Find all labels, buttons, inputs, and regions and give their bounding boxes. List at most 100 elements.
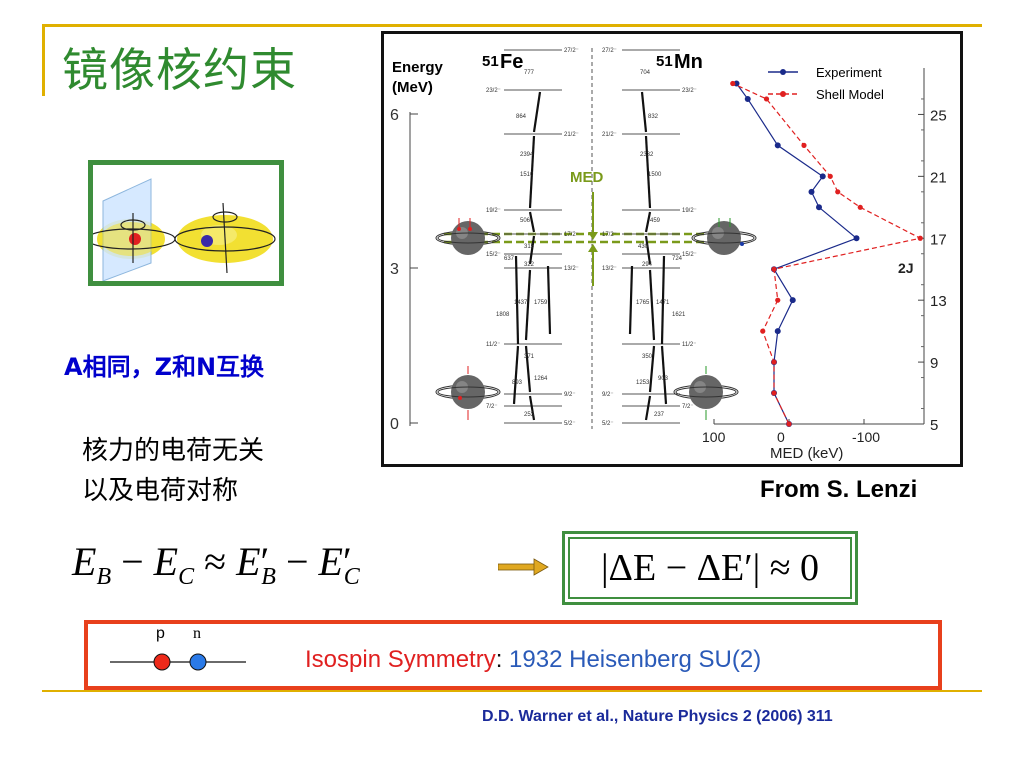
mn-mass-number: 51	[656, 53, 673, 70]
mn-transition-7	[660, 255, 666, 345]
point-shell-model-2	[771, 359, 777, 365]
point-shell-model-10	[801, 142, 807, 148]
description-line-2: 以及电荷对称	[82, 476, 239, 506]
ecp-symbol: E	[318, 539, 343, 584]
point-experiment-10	[774, 142, 781, 149]
y-tick-label-3: 13	[930, 293, 947, 310]
energy-label-line-2: (MeV)	[392, 79, 433, 96]
fe-transition-4	[524, 269, 532, 341]
fe-spin-0: 27/2⁻	[564, 48, 579, 54]
point-shell-model-5	[771, 266, 777, 272]
point-experiment-3	[774, 328, 781, 335]
fe-spin-8: 9/2⁻	[564, 392, 576, 398]
mn-spin-3: 19/2⁻	[682, 208, 697, 214]
point-shell-model-12	[730, 80, 736, 87]
approx-sign: ≈	[204, 539, 227, 584]
point-experiment-9	[819, 173, 826, 180]
isospin-text: Isospin Symmetry: 1932 Heisenberg SU(2)	[305, 646, 761, 674]
mn-spin-2: 21/2⁻	[602, 132, 617, 138]
prime-2: ′	[342, 539, 352, 584]
mn-transition-1	[644, 135, 652, 209]
mn-trans-label-6: 294	[642, 262, 653, 268]
mn-trans-label-13: 903	[658, 376, 669, 382]
nucleus-icon-mn-lower	[673, 366, 739, 420]
proton-neutron-icon: p n	[110, 625, 246, 671]
mn-spin-4: 17/2⁻	[602, 232, 617, 238]
nucleus-icon-fe-lower	[435, 366, 501, 420]
mn-spin-7: 11/2⁻	[682, 342, 696, 348]
ebp-symbol: E	[236, 539, 261, 584]
mn-spin-8: 9/2⁻	[602, 392, 614, 398]
mirror-illustration	[86, 160, 284, 286]
fe-spin-9: 7/2⁻	[486, 404, 498, 410]
fe-spin-6: 13/2⁻	[564, 266, 579, 272]
fe-trans-label-0: 777	[524, 70, 535, 76]
fe-trans-label-13: 1264	[534, 376, 548, 382]
point-experiment-4	[789, 297, 796, 304]
minus-2: −	[285, 539, 309, 584]
fe-spin-5: 15/2⁻	[486, 252, 501, 258]
bottom-rule	[42, 690, 982, 692]
point-shell-model-9	[827, 173, 833, 179]
fe-trans-label-11: 371	[524, 354, 535, 360]
result-formula-box: |ΔE − ΔE′| ≈ 0	[562, 531, 858, 605]
mn-spin-0: 27/2⁻	[602, 48, 617, 54]
y-tick-label-0: 25	[930, 107, 947, 124]
mn-trans-label-14: 237	[654, 412, 665, 418]
nucleus-icon-fe-upper	[435, 218, 501, 255]
point-experiment-8	[808, 188, 815, 195]
y-tick-label-2: 17	[930, 231, 947, 248]
fe-spin-2: 21/2⁻	[564, 132, 579, 138]
fe-trans-label-3: 1510	[520, 172, 534, 178]
left-rule	[42, 24, 45, 96]
fe-spin-4: 17/2⁻	[564, 232, 579, 238]
mn-transition-9	[628, 265, 634, 335]
fe-transition-8	[512, 345, 520, 405]
fe-transition-5	[524, 345, 532, 393]
fe-mass-number: 51	[482, 53, 499, 70]
fe-trans-label-9: 1759	[534, 300, 548, 306]
point-experiment-7	[816, 204, 822, 211]
prime-1: ′	[260, 539, 270, 584]
chart-legend: Experiment Shell Model	[768, 65, 884, 102]
point-experiment-6	[853, 235, 860, 242]
level-scheme-figure: Energy (MeV) 6 3 0 51 Fe 51 Mn MED 27/2⁻…	[381, 31, 963, 467]
fe-trans-label-6: 322	[524, 262, 535, 268]
mn-trans-label-3: 1500	[648, 172, 662, 178]
mn-trans-label-8: 1765	[636, 300, 650, 306]
description-line-1: 核力的电荷无关	[82, 436, 265, 466]
mn-symbol: Mn	[674, 51, 703, 73]
x-tick-label-2: -100	[852, 429, 880, 445]
mirror-nuclei-icon	[86, 178, 276, 282]
mirror-note: A相同，Z和N互换	[64, 353, 265, 381]
energy-label-line-1: Energy	[392, 59, 444, 76]
ebp-subscript: B	[261, 564, 276, 590]
fe-spin-7: 11/2⁻	[486, 342, 500, 348]
fe-trans-label-7: 637	[504, 256, 515, 262]
mn-transition-3	[644, 235, 652, 265]
mn-transition-0	[640, 91, 648, 133]
nucleus-icon-mn-upper	[691, 218, 757, 255]
fe-transition-0	[532, 91, 542, 133]
mn-trans-label-1: 832	[648, 114, 659, 120]
reference: D.D. Warner et al., Nature Physics 2 (20…	[482, 708, 833, 725]
fe-trans-label-14: 253	[524, 412, 535, 418]
fe-transition-1	[528, 135, 536, 209]
point-shell-model-4	[775, 297, 781, 303]
mn-trans-label-0: 704	[640, 70, 651, 76]
fe-trans-label-1: 864	[516, 114, 527, 120]
energy-tick-0: 0	[390, 416, 399, 433]
fe-spin-10: 5/2⁻	[564, 421, 576, 427]
eb-symbol: E	[72, 539, 97, 584]
mn-trans-label-12: 1253	[636, 380, 650, 386]
series-line-shell-model	[732, 82, 923, 425]
mn-spin-6: 13/2⁻	[602, 266, 617, 272]
isospin-detail: 1932 Heisenberg SU(2)	[502, 646, 762, 673]
y-tick-label-1: 21	[930, 169, 947, 186]
point-shell-model-7	[857, 204, 863, 210]
eb-subscript: B	[96, 564, 112, 590]
legend-shell-model: Shell Model	[816, 87, 884, 102]
ec-symbol: E	[153, 539, 179, 584]
isospin-colon: :	[495, 646, 503, 673]
mn-transition-2	[644, 211, 652, 233]
